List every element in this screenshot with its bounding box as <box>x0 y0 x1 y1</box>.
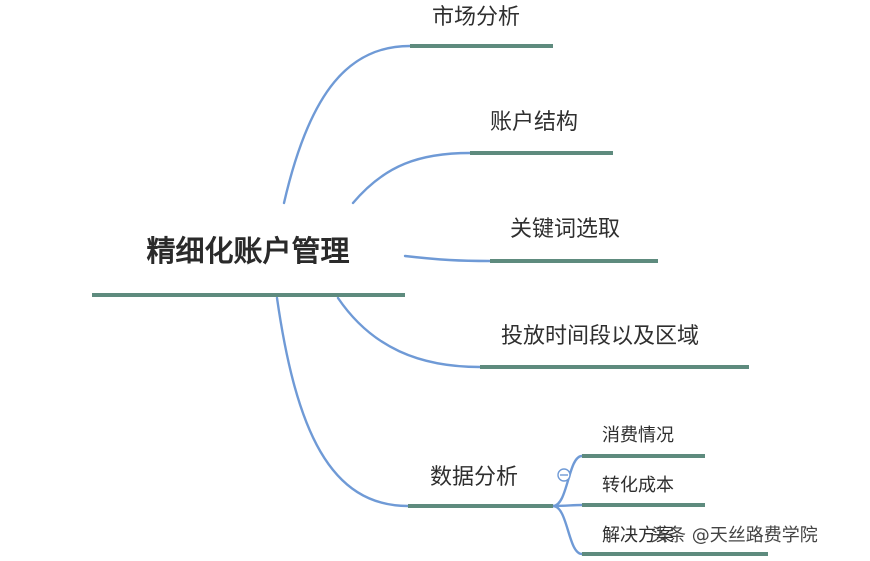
branch-node-data-analysis[interactable]: 数据分析 <box>408 465 553 508</box>
connector-sub-cost <box>551 503 584 508</box>
branch-label: 投放时间段以及区域 <box>501 324 699 349</box>
branch-label: 数据分析 <box>430 465 518 490</box>
sub-node-solution[interactable]: 解决方案 <box>582 525 768 556</box>
collapse-minus-icon[interactable] <box>557 468 571 482</box>
branch-connectors <box>275 44 584 556</box>
root-label: 精细化账户管理 <box>146 234 349 268</box>
sub-label: 转化成本 <box>602 475 674 496</box>
connector-account-structure <box>351 151 472 205</box>
branch-node-keyword[interactable]: 关键词选取 <box>490 217 658 263</box>
branch-label: 市场分析 <box>432 5 520 30</box>
branch-node-schedule-region[interactable]: 投放时间段以及区域 <box>480 324 749 369</box>
connector-schedule-region <box>336 296 482 369</box>
root-node[interactable]: 精细化账户管理 <box>92 234 405 297</box>
branch-node-market[interactable]: 市场分析 <box>410 5 553 48</box>
connector-data-analysis <box>275 296 410 508</box>
sub-node-spend[interactable]: 消费情况 <box>582 425 705 458</box>
sub-label: 消费情况 <box>602 425 674 446</box>
connector-sub-solution <box>551 504 584 556</box>
connector-keyword <box>403 254 492 263</box>
connector-sub-spend <box>551 454 584 508</box>
branch-node-account-structure[interactable]: 账户结构 <box>470 110 613 155</box>
sub-node-conversion-cost[interactable]: 转化成本 <box>582 475 705 507</box>
sub-label: 解决方案 <box>602 525 674 546</box>
branch-label: 关键词选取 <box>510 217 620 242</box>
watermark-text: 头条 @天丝路费学院 <box>650 525 818 546</box>
branch-label: 账户结构 <box>490 110 578 135</box>
connector-market <box>282 44 412 205</box>
